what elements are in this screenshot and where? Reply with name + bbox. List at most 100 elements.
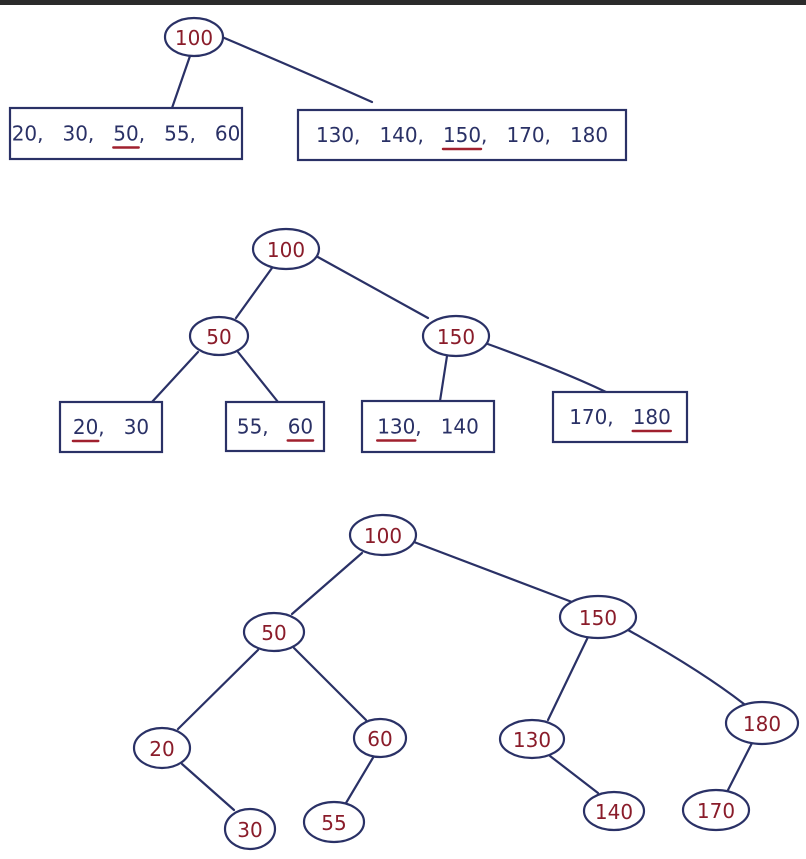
node-circle bbox=[132, 726, 192, 770]
node-label: 130 bbox=[513, 728, 551, 752]
tree-edge bbox=[626, 628, 746, 706]
shapes-layer: 100 20, 30, 50, 55, 60 130, 140, 150, 170,… bbox=[8, 16, 800, 851]
box-key: 20 bbox=[12, 122, 37, 146]
box-key: 150 bbox=[443, 123, 481, 147]
tree-edge bbox=[234, 266, 274, 320]
tree-node-100: 100 bbox=[251, 227, 321, 271]
key-list-box: 20, 30, 50, 55, 60 bbox=[8, 106, 244, 161]
box-key: 50 bbox=[113, 122, 138, 146]
tree-node-130: 130 bbox=[498, 718, 566, 760]
key-list-box: 55, 60 bbox=[224, 400, 326, 453]
tree-edge bbox=[548, 754, 600, 795]
tree-edge bbox=[314, 254, 430, 320]
key-list-box: 130, 140 bbox=[360, 399, 496, 454]
box-key: 55 bbox=[164, 122, 189, 146]
tree-edge bbox=[344, 754, 376, 805]
tree-node-100: 100 bbox=[163, 16, 225, 58]
node-label: 100 bbox=[175, 26, 213, 50]
node-circle bbox=[188, 315, 250, 357]
key-separator: , bbox=[37, 122, 43, 146]
box-outline bbox=[8, 106, 244, 161]
key-separator: , bbox=[354, 123, 360, 147]
tree-edge bbox=[150, 350, 200, 404]
tree-edge bbox=[170, 54, 192, 110]
node-label: 55 bbox=[321, 811, 346, 835]
box-key: 180 bbox=[633, 405, 671, 429]
key-separator: , bbox=[190, 122, 196, 146]
node-label: 150 bbox=[437, 325, 475, 349]
tree-node-50: 50 bbox=[188, 315, 250, 357]
tree-node-180: 180 bbox=[724, 700, 800, 746]
box-outline bbox=[551, 390, 689, 444]
key-separator: , bbox=[262, 415, 268, 439]
node-label: 50 bbox=[206, 325, 231, 349]
node-circle bbox=[558, 594, 638, 640]
tree-node-60: 60 bbox=[352, 717, 408, 759]
box-key: 170 bbox=[569, 405, 607, 429]
box-outline bbox=[296, 108, 628, 162]
key-list-box: 20, 30 bbox=[58, 400, 164, 454]
box-outline bbox=[360, 399, 496, 454]
node-circle bbox=[681, 788, 751, 832]
tree-edge bbox=[236, 350, 280, 404]
node-circle bbox=[251, 227, 321, 271]
box-key: 20 bbox=[73, 415, 98, 439]
tree-edge bbox=[176, 648, 260, 731]
node-circle bbox=[348, 513, 418, 557]
tree-node-30: 30 bbox=[223, 807, 277, 851]
tree-edge bbox=[292, 646, 368, 722]
tree-node-170: 170 bbox=[681, 788, 751, 832]
key-list-box: 170, 180 bbox=[551, 390, 689, 444]
box-key: 130 bbox=[377, 415, 415, 439]
box-outline bbox=[58, 400, 164, 454]
tree-edge bbox=[180, 762, 236, 812]
tree-node-150: 150 bbox=[558, 594, 638, 640]
box-key: 60 bbox=[288, 415, 313, 439]
box-key: 55 bbox=[237, 415, 262, 439]
tree-node-55: 55 bbox=[302, 800, 366, 844]
node-circle bbox=[223, 807, 277, 851]
box-key: 30 bbox=[63, 122, 88, 146]
node-circle bbox=[352, 717, 408, 759]
key-separator: , bbox=[481, 123, 487, 147]
tree-edge bbox=[546, 635, 590, 722]
tree-edge bbox=[483, 341, 608, 394]
box-key: 140 bbox=[379, 123, 417, 147]
node-label: 50 bbox=[261, 621, 286, 645]
node-label: 30 bbox=[237, 818, 262, 842]
box-key: 180 bbox=[570, 123, 608, 147]
key-separator: , bbox=[88, 122, 94, 146]
node-label: 140 bbox=[595, 800, 633, 824]
key-separator: , bbox=[98, 415, 104, 439]
node-label: 170 bbox=[697, 799, 735, 823]
key-separator: , bbox=[545, 123, 551, 147]
node-circle bbox=[242, 611, 306, 653]
tree-node-20: 20 bbox=[132, 726, 192, 770]
key-separator: , bbox=[139, 122, 145, 146]
box-key: 30 bbox=[124, 415, 149, 439]
node-circle bbox=[421, 314, 491, 358]
tree-edge bbox=[726, 741, 754, 792]
node-label: 20 bbox=[149, 737, 174, 761]
key-separator: , bbox=[415, 415, 421, 439]
node-circle bbox=[724, 700, 800, 746]
tree-edge bbox=[438, 354, 449, 403]
node-label: 100 bbox=[364, 524, 402, 548]
node-label: 100 bbox=[267, 238, 305, 262]
tree-node-50: 50 bbox=[242, 611, 306, 653]
box-key: 170 bbox=[506, 123, 544, 147]
box-outline bbox=[224, 400, 326, 453]
tree-edge bbox=[220, 35, 374, 104]
node-circle bbox=[498, 718, 566, 760]
box-key: 60 bbox=[215, 122, 240, 146]
key-separator: , bbox=[607, 405, 613, 429]
key-separator: , bbox=[418, 123, 424, 147]
node-label: 60 bbox=[367, 727, 392, 751]
tree-node-100: 100 bbox=[348, 513, 418, 557]
node-label: 180 bbox=[743, 712, 781, 736]
node-circle bbox=[302, 800, 366, 844]
tree-edge bbox=[290, 551, 364, 616]
tree-node-140: 140 bbox=[582, 790, 646, 832]
box-key: 130 bbox=[316, 123, 354, 147]
